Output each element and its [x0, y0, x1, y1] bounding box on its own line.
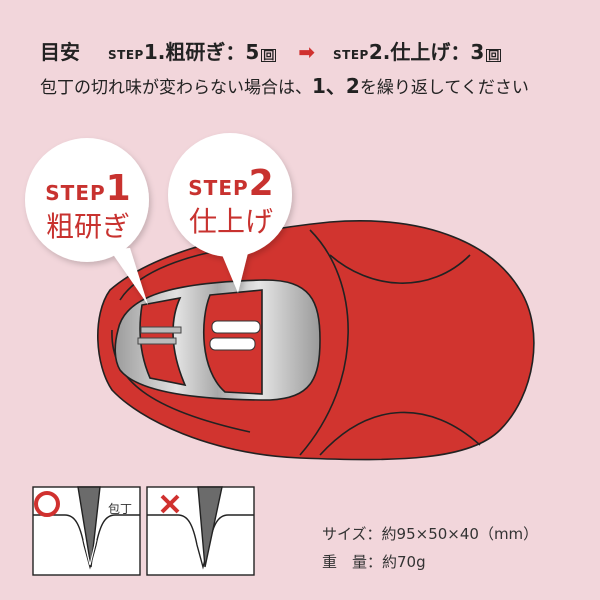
- bubble-step1-label: 粗研ぎ: [45, 210, 130, 243]
- step1-prefix: STEP: [108, 48, 144, 62]
- knife-label: 包丁: [108, 502, 133, 516]
- bubble-step2-text: STEP2 仕上げ: [183, 163, 279, 240]
- step1-count: 5: [245, 40, 260, 64]
- note-text: 包丁の切れ味が変わらない場合は、: [40, 78, 312, 98]
- specs: サイズ：約95×50×40（mm） 重 量：約70g: [322, 520, 538, 576]
- bubble-step2-prefix: STEP: [188, 176, 249, 200]
- step1-sep: ：: [225, 40, 246, 64]
- step1-unit: 回: [261, 49, 277, 62]
- spec-size: サイズ：約95×50×40（mm）: [322, 525, 539, 543]
- bubble-step1-text: STEP1 粗研ぎ: [40, 168, 136, 245]
- knife-diagram-good: [32, 486, 141, 576]
- step2-number: 2.: [368, 40, 391, 64]
- guide-label: 目安: [40, 40, 80, 64]
- fine-slot: [211, 320, 261, 334]
- step1-name: 粗研ぎ: [165, 40, 226, 64]
- guide-row: 目安 STEP 1. 粗研ぎ ： 5 回 ➡ STEP 2. 仕上げ ： 3 回: [40, 36, 580, 66]
- bubble-step1-prefix: STEP: [45, 181, 106, 205]
- bubble-step1-number: 1: [105, 168, 131, 209]
- fine-slot: [209, 337, 256, 351]
- step1-number: 1.: [143, 40, 166, 64]
- good-mark-icon: [34, 491, 60, 517]
- coarse-rod: [140, 326, 182, 334]
- coarse-rod: [137, 337, 177, 345]
- note-text-end: を繰り返してください: [359, 78, 529, 98]
- right-arrow-icon: ➡: [298, 40, 316, 64]
- repeat-note: 包丁の切れ味が変わらない場合は、1、2を繰り返してください: [40, 70, 580, 99]
- step2-count: 3: [470, 40, 485, 64]
- step2-sep: ：: [450, 40, 471, 64]
- header: 目安 STEP 1. 粗研ぎ ： 5 回 ➡ STEP 2. 仕上げ ： 3 回…: [40, 36, 580, 99]
- step2-name: 仕上げ: [390, 40, 451, 64]
- bubble-step2: [168, 133, 292, 293]
- bad-mark-icon: [160, 494, 180, 514]
- spec-weight: 重 量：約70g: [322, 553, 426, 571]
- bubble-step1: [25, 138, 149, 305]
- bubble-step2-number: 2: [248, 163, 274, 204]
- step2-prefix: STEP: [333, 48, 369, 62]
- step2-unit: 回: [486, 49, 502, 62]
- knife-diagram-bad: [146, 486, 255, 576]
- note-step-numbers: 1、2: [312, 74, 360, 98]
- bubble-step2-label: 仕上げ: [188, 205, 273, 238]
